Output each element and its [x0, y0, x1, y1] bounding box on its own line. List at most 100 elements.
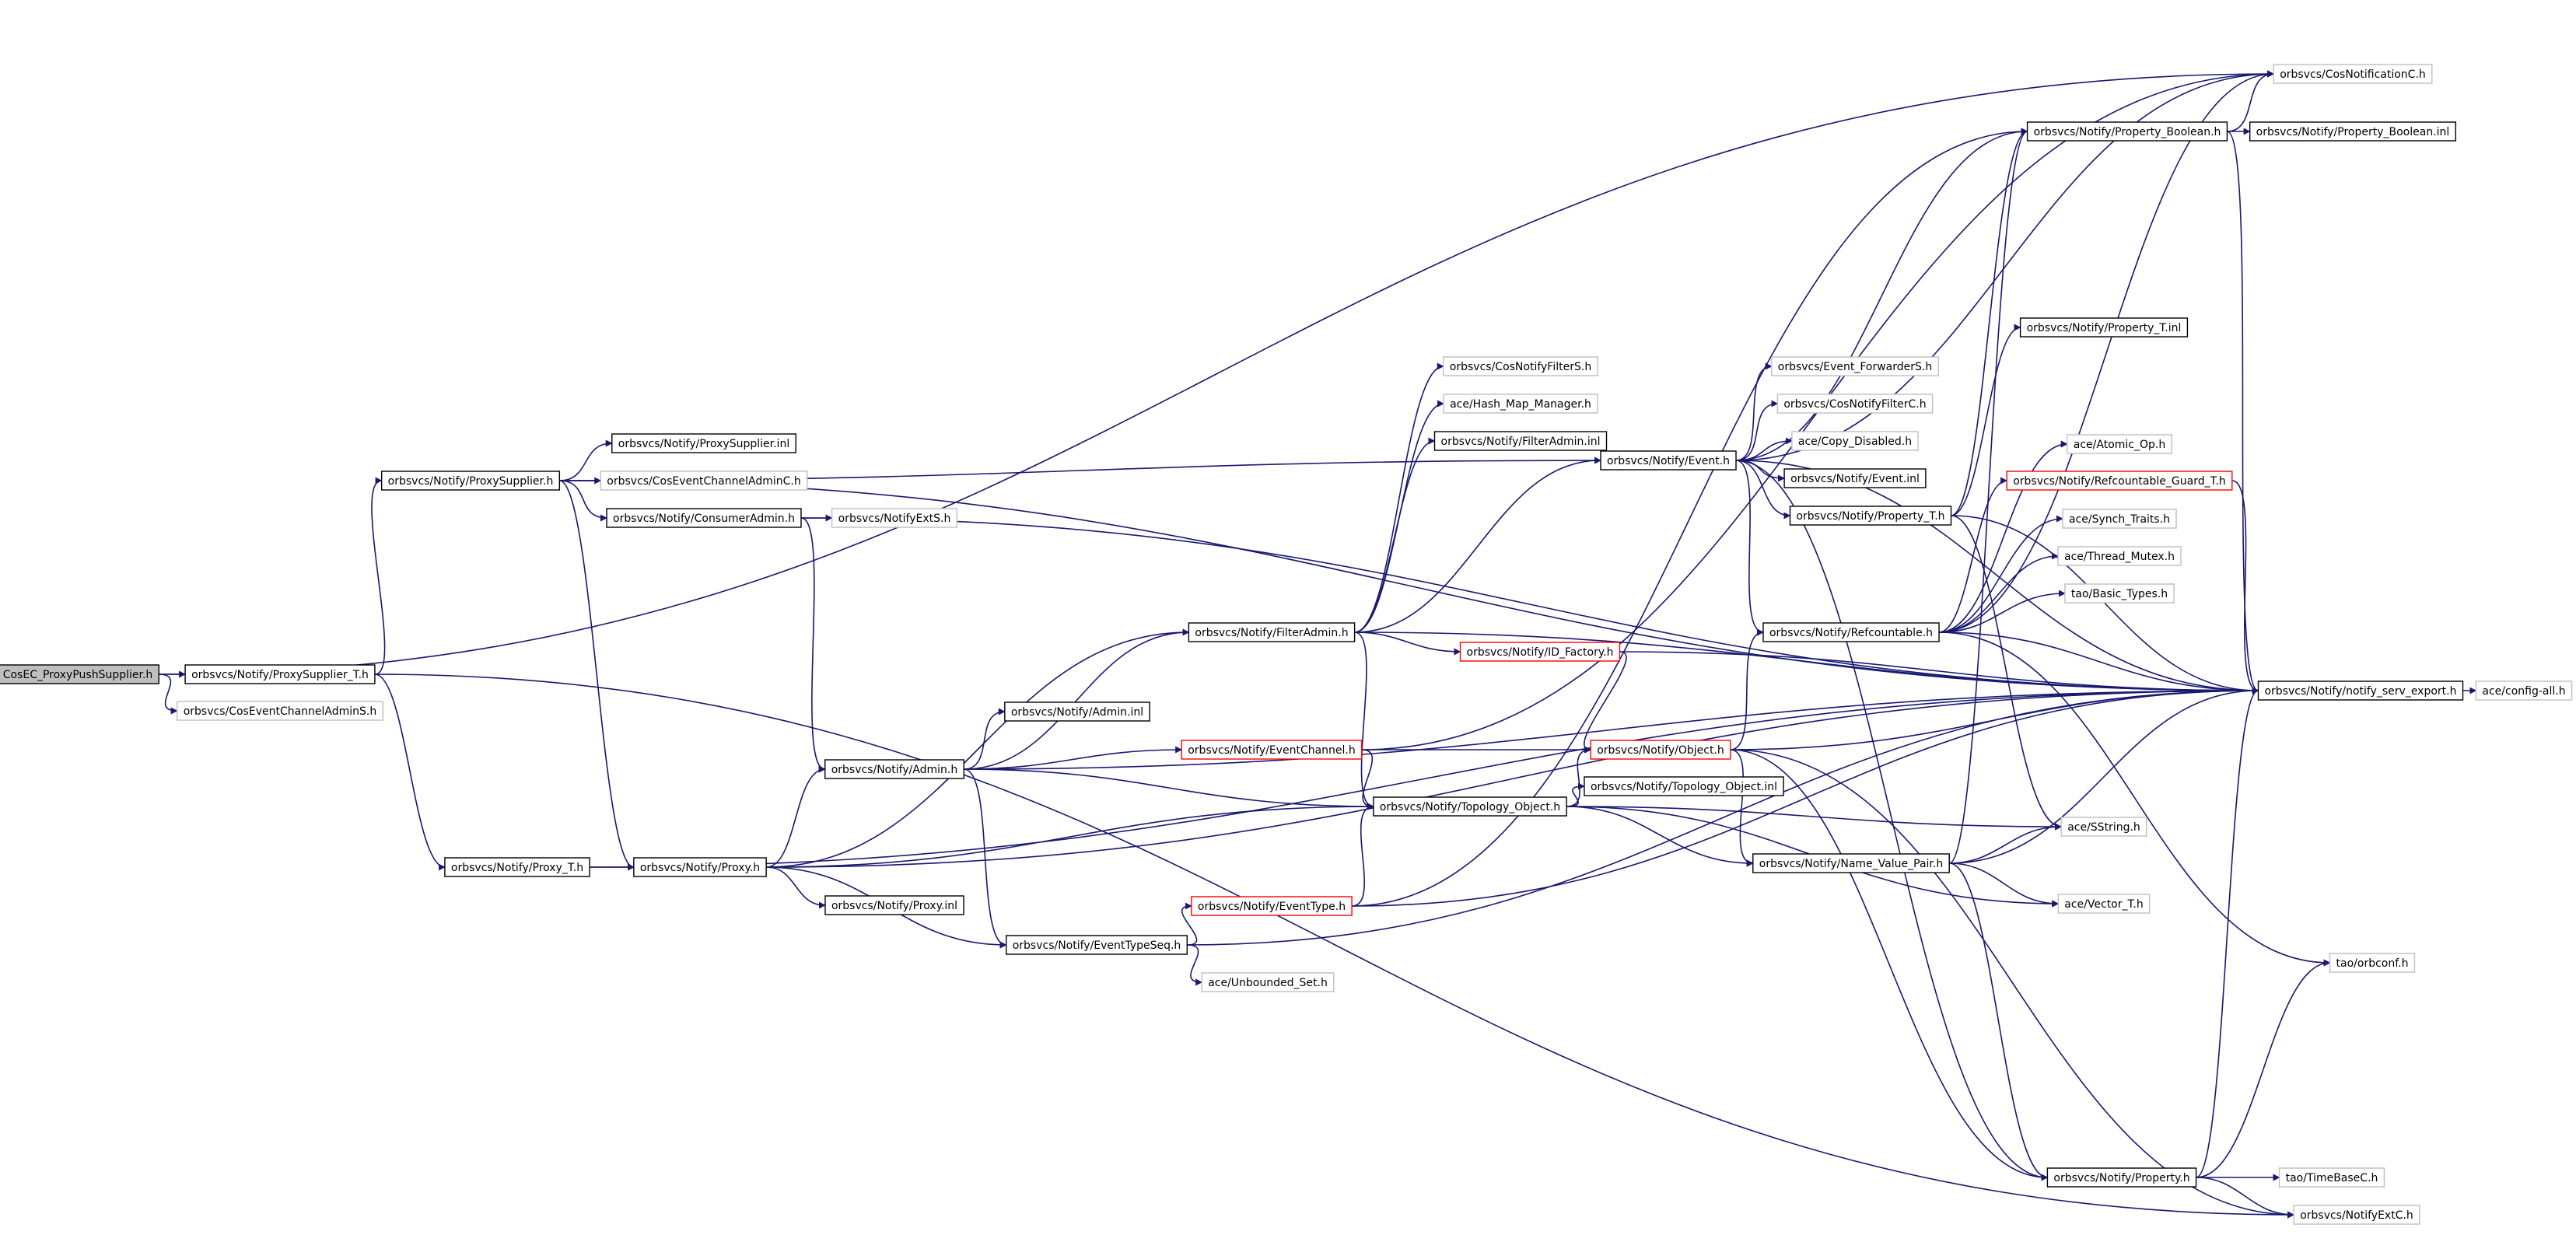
- edge-pb-to-nse: [2227, 131, 2259, 694]
- node-box: [1584, 776, 1784, 796]
- node-ps_inl[interactable]: orbsvcs/Notify/ProxySupplier.inl: [611, 433, 796, 453]
- node-ps[interactable]: orbsvcs/Notify/ProxySupplier.h: [380, 471, 561, 491]
- node-label: orbsvcs/CosNotifyFilterC.h: [1783, 398, 1926, 411]
- node-label: orbsvcs/Notify/Proxy_T.h: [451, 862, 583, 874]
- node-to[interactable]: orbsvcs/Notify/Topology_Object.h: [1373, 796, 1567, 817]
- node-to_inl[interactable]: orbsvcs/Notify/Topology_Object.inl: [1584, 776, 1784, 796]
- edge-nvp-to-nse: [1949, 687, 2259, 864]
- node-event[interactable]: orbsvcs/Notify/Event.h: [1600, 450, 1737, 471]
- node-box: [2067, 434, 2172, 454]
- edge-ec-to-to: [1361, 749, 1374, 810]
- node-admin_inl[interactable]: orbsvcs/Notify/Admin.inl: [1004, 701, 1150, 722]
- node-label: orbsvcs/Notify/Property_Boolean.h: [2034, 126, 2221, 138]
- node-aop: ace/Atomic_Op.h: [2067, 434, 2172, 454]
- edge-proxy-to-fa: [766, 628, 1190, 868]
- node-cnfc: orbsvcs/CosNotifyFilterC.h: [1776, 394, 1934, 414]
- node-label: orbsvcs/Notify/FilterAdmin.h: [1195, 627, 1348, 639]
- node-label: orbsvcs/Notify/EventTypeSeq.h: [1013, 939, 1181, 952]
- node-root[interactable]: CosEC_ProxyPushSupplier.h: [0, 664, 159, 684]
- node-prop[interactable]: orbsvcs/Notify/Property.h: [2046, 1167, 2197, 1188]
- node-ec[interactable]: orbsvcs/Notify/EventChannel.h: [1181, 740, 1363, 760]
- node-label: orbsvcs/Notify/Topology_Object.h: [1380, 801, 1560, 813]
- edge-pb-to-cnc: [2227, 70, 2275, 132]
- node-et[interactable]: orbsvcs/Notify/EventType.h: [1191, 896, 1353, 916]
- edge-admin-to-to: [964, 768, 1374, 810]
- node-box: [2329, 953, 2416, 973]
- node-proxy_t[interactable]: orbsvcs/Notify/Proxy_T.h: [444, 857, 590, 877]
- node-event_inl[interactable]: orbsvcs/Notify/Event.inl: [1783, 468, 1927, 488]
- node-box: [606, 508, 802, 528]
- node-cnc: orbsvcs/CosNotificationC.h: [2273, 64, 2433, 84]
- node-label: orbsvcs/Notify/ID_Factory.h: [1467, 646, 1614, 659]
- node-proxy[interactable]: orbsvcs/Notify/Proxy.h: [633, 857, 767, 877]
- node-label: orbsvcs/Notify/Event.h: [1607, 455, 1730, 467]
- edge-ets-to-us: [1187, 944, 1203, 986]
- node-prop_t_inl[interactable]: orbsvcs/Notify/Property_T.inl: [2019, 317, 2189, 338]
- node-obj[interactable]: orbsvcs/Notify/Object.h: [1590, 740, 1731, 760]
- node-label: orbsvcs/Notify/Property_Boolean.inl: [2256, 126, 2450, 138]
- edge-ps_t-to-nec: [374, 673, 2295, 1219]
- edge-fa-to-fa_inl: [1354, 437, 1436, 633]
- node-box: [1791, 431, 1919, 451]
- node-box: [1752, 853, 1950, 873]
- node-label: orbsvcs/Notify/notify_serv_export.h: [2264, 685, 2456, 698]
- node-label: orbsvcs/CosEventChannelAdminS.h: [184, 705, 377, 718]
- edge-nvp-to-ss: [1949, 823, 2063, 864]
- node-cnfs: orbsvcs/CosNotifyFilterS.h: [1443, 356, 1598, 376]
- node-label: orbsvcs/Notify/Proxy.h: [640, 862, 760, 874]
- node-tbc: tao/TimeBaseC.h: [2278, 1167, 2385, 1188]
- edge-obj-to-prop: [1730, 749, 2049, 1181]
- edge-fa-to-idf: [1354, 631, 1461, 656]
- node-label: orbsvcs/Notify/EventType.h: [1198, 901, 1346, 913]
- edge-ref-to-aop: [1939, 440, 2068, 633]
- node-fa_inl[interactable]: orbsvcs/Notify/FilterAdmin.inl: [1433, 431, 1608, 451]
- node-box: [611, 433, 796, 453]
- node-box: [2064, 583, 2175, 604]
- edge-to-to-nvp: [1566, 806, 1754, 867]
- node-label: tao/orbconf.h: [2336, 957, 2409, 970]
- edge-ets-to-et: [1181, 902, 1198, 946]
- node-ca[interactable]: orbsvcs/Notify/ConsumerAdmin.h: [606, 508, 802, 528]
- node-admin[interactable]: orbsvcs/Notify/Admin.h: [824, 759, 964, 779]
- node-pb_inl[interactable]: orbsvcs/Notify/Property_Boolean.inl: [2249, 121, 2457, 142]
- node-prop_t[interactable]: orbsvcs/Notify/Property_T.h: [1789, 506, 1952, 526]
- node-label: ace/Unbounded_Set.h: [1208, 977, 1328, 989]
- node-cecac: orbsvcs/CosEventChannelAdminC.h: [600, 471, 808, 491]
- node-idf[interactable]: orbsvcs/Notify/ID_Factory.h: [1459, 642, 1621, 662]
- node-label: ace/Atomic_Op.h: [2074, 439, 2165, 451]
- node-proxy_inl[interactable]: orbsvcs/Notify/Proxy.inl: [824, 895, 964, 915]
- node-ets[interactable]: orbsvcs/Notify/EventTypeSeq.h: [1006, 935, 1188, 955]
- node-fa[interactable]: orbsvcs/Notify/FilterAdmin.h: [1188, 622, 1356, 642]
- node-rgt[interactable]: orbsvcs/Notify/Refcountable_Guard_T.h: [2006, 471, 2233, 491]
- node-label: orbsvcs/Notify/EventChannel.h: [1188, 744, 1356, 757]
- edge-ps_t-to-proxy_t: [374, 673, 446, 871]
- node-box: [1443, 394, 1598, 414]
- edge-proxy-to-proxy_inl: [766, 866, 826, 909]
- node-pb[interactable]: orbsvcs/Notify/Property_Boolean.h: [2026, 121, 2228, 142]
- node-box: [177, 701, 383, 721]
- edge-to-to-to_inl: [1566, 782, 1585, 807]
- edge-et-to-nse: [1352, 687, 2259, 907]
- edge-event-to-cnfc: [1736, 400, 1779, 461]
- edge-ca-to-admin: [800, 517, 826, 773]
- node-box: [2293, 1205, 2420, 1225]
- node-ps_t[interactable]: orbsvcs/Notify/ProxySupplier_T.h: [184, 664, 376, 684]
- node-box: [1201, 972, 1335, 992]
- node-label: ace/Hash_Map_Manager.h: [1450, 398, 1591, 411]
- node-nse[interactable]: orbsvcs/Notify/notify_serv_export.h: [2257, 680, 2464, 701]
- edge-ref-to-orbconf: [1939, 631, 2331, 967]
- node-box: [1433, 431, 1608, 451]
- node-label: ace/config-all.h: [2482, 685, 2565, 698]
- node-ref[interactable]: orbsvcs/Notify/Refcountable.h: [1762, 622, 1940, 642]
- edge-proxy_t-to-nse: [590, 687, 2259, 868]
- node-nvp[interactable]: orbsvcs/Notify/Name_Value_Pair.h: [1752, 853, 1950, 873]
- edge-admin-to-ets: [964, 768, 1007, 949]
- node-label: orbsvcs/Notify/FilterAdmin.inl: [1441, 436, 1601, 448]
- node-label: orbsvcs/Notify/Property_T.inl: [2027, 322, 2182, 334]
- node-label: orbsvcs/CosNotificationC.h: [2280, 68, 2426, 81]
- edge-ref-to-st: [1939, 515, 2063, 633]
- node-label: orbsvcs/CosNotifyFilterS.h: [1450, 361, 1591, 373]
- node-box: [1783, 468, 1927, 488]
- edge-ref-to-nse: [1939, 631, 2259, 694]
- edge-proxy-to-admin: [766, 765, 826, 868]
